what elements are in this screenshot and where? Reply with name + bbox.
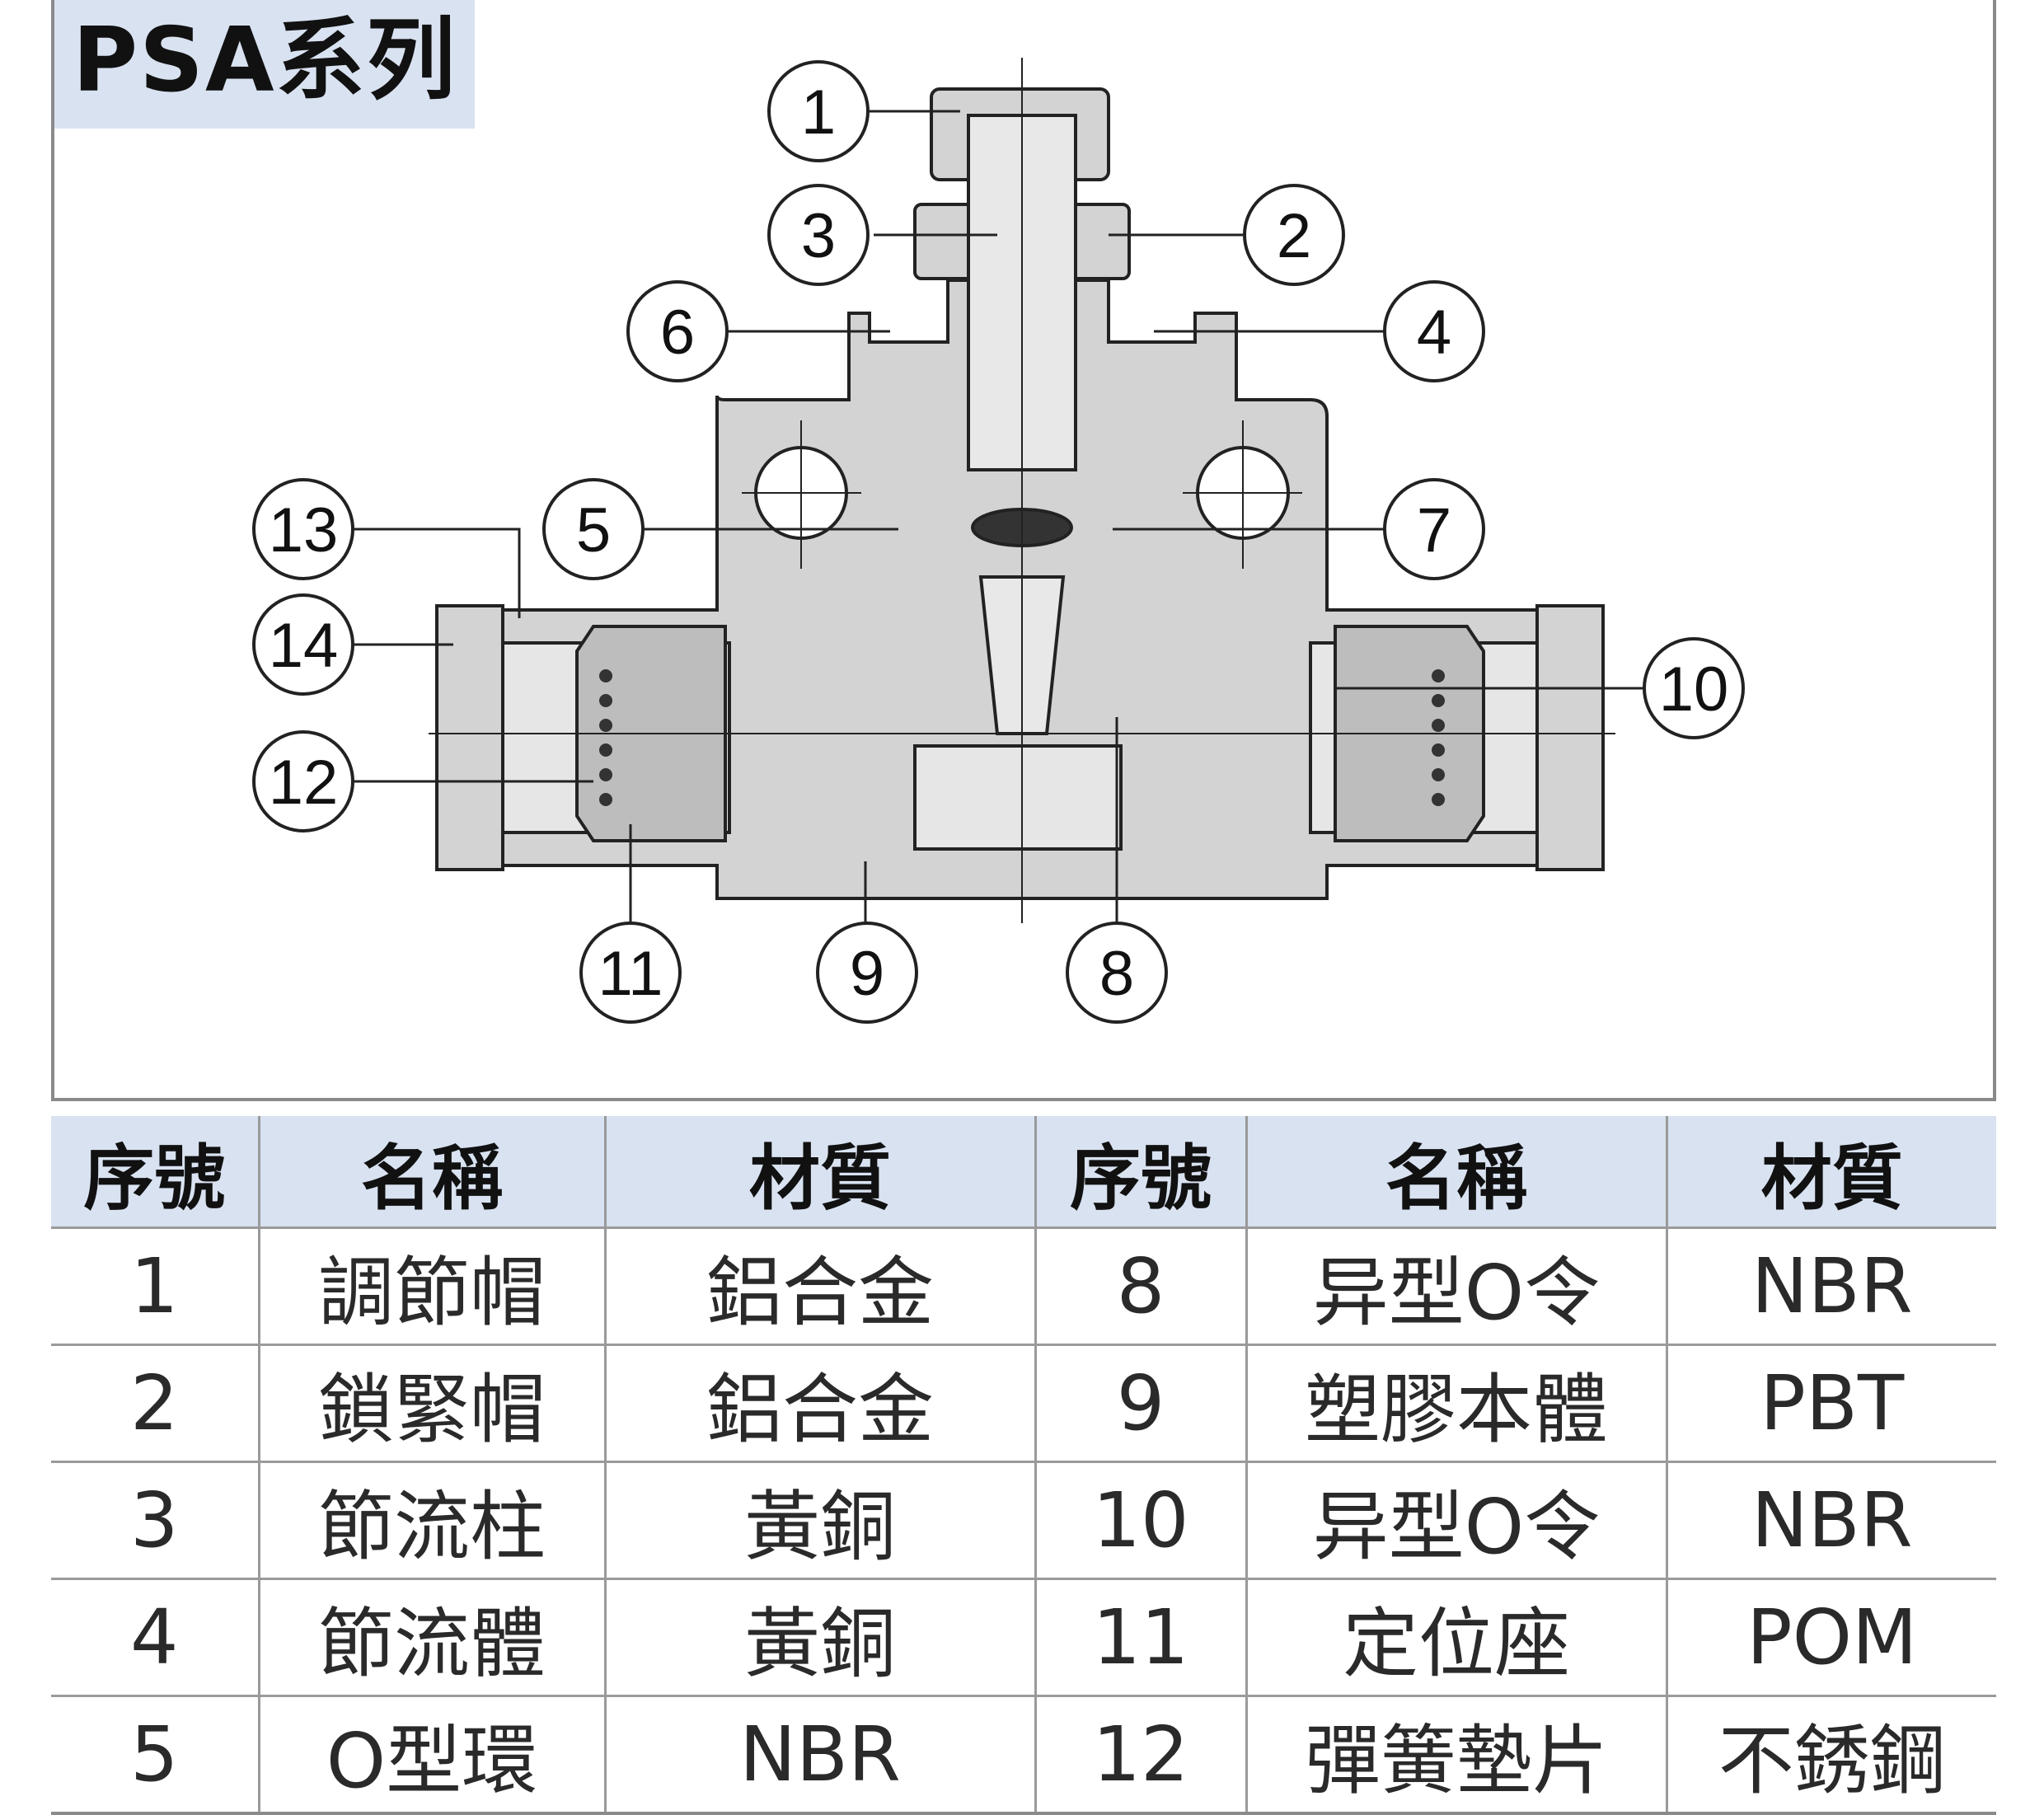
cell-index: 3 [51, 1461, 260, 1580]
svg-text:7: 7 [1417, 495, 1451, 565]
parts-table: 序號 名稱 材質 序號 名稱 材質 1 調節帽 鋁合金 8 异型O令 NBR 2… [51, 1116, 1996, 1815]
cell-index: 8 [1034, 1226, 1248, 1346]
leader-lines [353, 110, 1644, 940]
header-name: 名稱 [257, 1116, 607, 1229]
cell-material: 鋁合金 [603, 1226, 1037, 1346]
callout-4: 4 [1383, 280, 1485, 382]
cell-name: 异型O令 [1245, 1226, 1668, 1346]
cell-material: PBT [1665, 1344, 1996, 1463]
svg-text:13: 13 [269, 495, 339, 565]
cell-material: NBR [1665, 1461, 1996, 1580]
cell-material: 鋁合金 [603, 1344, 1037, 1463]
table-row: 1 調節帽 鋁合金 8 异型O令 NBR [51, 1226, 1996, 1346]
table-row: 2 鎖緊帽 鋁合金 9 塑膠本體 PBT [51, 1344, 1996, 1463]
cell-name: O型環 [257, 1695, 607, 1815]
left-flange [435, 604, 504, 871]
table-header-row: 序號 名稱 材質 序號 名稱 材質 [51, 1116, 1996, 1229]
callout-14: 14 [252, 593, 354, 696]
header-material-2: 材質 [1665, 1116, 1996, 1229]
cell-index: 2 [51, 1344, 260, 1463]
cell-name: 節流體 [257, 1578, 607, 1697]
header-name-2: 名稱 [1245, 1116, 1668, 1229]
callout-13: 13 [252, 478, 354, 580]
callout-11: 11 [579, 922, 682, 1024]
callout-7: 7 [1383, 478, 1485, 580]
callout-5: 5 [542, 478, 645, 580]
cell-index: 10 [1034, 1461, 1248, 1580]
svg-text:9: 9 [850, 939, 884, 1009]
cell-index: 12 [1034, 1695, 1248, 1815]
callout-1: 1 [767, 60, 870, 162]
cell-name: 塑膠本體 [1245, 1344, 1668, 1463]
cell-material: NBR [1665, 1226, 1996, 1346]
svg-text:12: 12 [269, 748, 339, 818]
svg-text:6: 6 [660, 298, 695, 368]
series-title-box [54, 0, 475, 129]
cell-index: 9 [1034, 1344, 1248, 1463]
callout-8: 8 [1066, 922, 1168, 1024]
right-flange [1535, 604, 1605, 871]
cell-material: 黃銅 [603, 1578, 1037, 1697]
callout-3: 3 [767, 184, 870, 286]
svg-text:14: 14 [269, 611, 339, 681]
table-row: 3 節流柱 黃銅 10 异型O令 NBR [51, 1461, 1996, 1580]
svg-text:10: 10 [1659, 654, 1729, 725]
cell-index: 5 [51, 1695, 260, 1815]
callout-12: 12 [252, 730, 354, 832]
cell-material: 黃銅 [603, 1461, 1037, 1580]
callout-6: 6 [626, 280, 729, 382]
svg-text:2: 2 [1277, 201, 1311, 271]
left-spring-washer [599, 669, 612, 806]
cell-name: 定位座 [1245, 1578, 1668, 1697]
cell-name: 調節帽 [257, 1226, 607, 1346]
center-lines [429, 58, 1615, 923]
callout-2: 2 [1243, 184, 1345, 286]
svg-text:8: 8 [1099, 939, 1134, 1009]
callout-9: 9 [816, 922, 918, 1024]
right-spring-washer [1432, 669, 1445, 806]
cell-index: 1 [51, 1226, 260, 1346]
table-row: 5 O型環 NBR 12 彈簧墊片 不銹鋼 [51, 1695, 1996, 1815]
svg-text:1: 1 [801, 77, 836, 148]
cell-material: 不銹鋼 [1665, 1695, 1996, 1815]
series-title: PSA系列 [73, 9, 457, 112]
svg-text:3: 3 [801, 201, 836, 271]
cell-name: 彈簧墊片 [1245, 1695, 1668, 1815]
svg-text:5: 5 [576, 495, 611, 565]
table-row: 4 節流體 黃銅 11 定位座 POM [51, 1578, 1996, 1697]
cell-material: POM [1665, 1578, 1996, 1697]
svg-text:4: 4 [1417, 298, 1451, 368]
cell-material: NBR [603, 1695, 1037, 1815]
cell-name: 節流柱 [257, 1461, 607, 1580]
header-index: 序號 [51, 1116, 260, 1229]
cell-name: 鎖緊帽 [257, 1344, 607, 1463]
cell-index: 4 [51, 1578, 260, 1697]
header-index-2: 序號 [1034, 1116, 1248, 1229]
cell-index: 11 [1034, 1578, 1248, 1697]
cross-section-diagram: 1 3 2 6 4 13 5 7 14 10 12 11 [252, 58, 1745, 1024]
svg-text:11: 11 [598, 939, 663, 1009]
cell-name: 异型O令 [1245, 1461, 1668, 1580]
callout-10: 10 [1643, 637, 1745, 739]
header-material: 材質 [603, 1116, 1037, 1229]
center-channel [913, 744, 1123, 851]
